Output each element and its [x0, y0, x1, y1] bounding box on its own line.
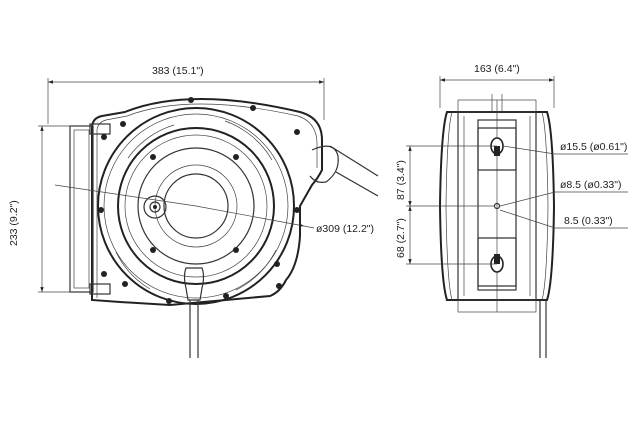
side-body-outline: [438, 111, 556, 301]
side-width-label: 163 (6.4"): [474, 63, 520, 75]
front-view: [38, 78, 379, 358]
slot-width-label: 8.5 (0.33"): [564, 215, 613, 227]
front-width-label: 383 (15.1"): [152, 65, 204, 77]
spacing-upper-label: 87 (3.4"): [395, 160, 407, 200]
side-view: [406, 76, 628, 358]
hose-inlet: [309, 145, 379, 197]
screws: [98, 97, 300, 304]
front-height-label: 233 (9.2"): [8, 200, 20, 246]
front-diameter-label: ø309 (12.2"): [316, 223, 374, 235]
hole-small-label: ø8.5 (ø0.33"): [560, 179, 622, 191]
front-housing-outline: [91, 98, 323, 307]
spacing-lower-label: 68 (2.7"): [395, 218, 407, 258]
hub-knob: [143, 195, 167, 219]
hole-large-label: ø15.5 (ø0.61"): [560, 141, 627, 153]
mounting-bracket: [69, 123, 111, 295]
drum: [97, 107, 295, 305]
small-hole: [493, 202, 501, 210]
hose-outlet: [183, 267, 205, 358]
